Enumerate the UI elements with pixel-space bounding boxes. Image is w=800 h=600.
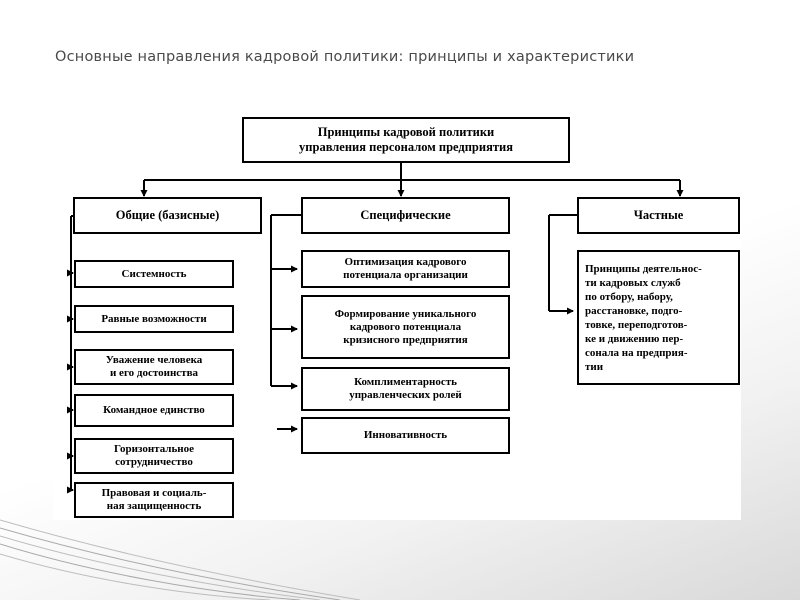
private-item-line: сонала на предприя- [585, 346, 688, 359]
specific-item-line: кризисного предприятия [343, 333, 468, 346]
principles-diagram: Принципы кадровой политики управления пе… [53, 116, 741, 520]
general-item-line: Правовая и социаль- [101, 487, 207, 499]
category-general: Общие (базисные) [73, 197, 262, 234]
specific-item-line: кадрового потенциала [349, 320, 462, 333]
private-item-line: Принципы деятельнос- [585, 262, 702, 275]
specific-item-complementarity: Комплиментарность управленческих ролей [301, 367, 510, 411]
private-item-line: товке, переподготов- [585, 318, 688, 331]
specific-item-unique-potential: Формирование уникального кадрового потен… [301, 295, 510, 359]
connector-lines [67, 163, 684, 494]
general-item-equal-opportunities: Равные возможности [74, 305, 234, 333]
general-item-team-unity: Командное единство [74, 394, 234, 427]
private-item-line: ке и движению пер- [585, 332, 684, 345]
general-item-label: Командное единство [103, 404, 205, 416]
specific-item-line: потенциала организации [343, 269, 468, 281]
general-item-line: Горизонтальное [113, 443, 195, 455]
general-item-label: Системность [121, 267, 187, 280]
category-specific: Специфические [301, 197, 510, 234]
specific-item-line: Оптимизация кадрового [344, 256, 467, 268]
specific-item-optimization: Оптимизация кадрового потенциала организ… [301, 250, 510, 288]
general-item-label: Равные возможности [101, 312, 207, 325]
category-private-label: Частные [633, 208, 684, 222]
root-box: Принципы кадровой политики управления пе… [242, 117, 570, 163]
category-general-label: Общие (базисные) [115, 208, 220, 222]
root-line-2: управления персоналом предприятия [299, 140, 513, 154]
private-item-line: по отбору, набору, [585, 290, 673, 303]
general-item-line: ная защищенность [106, 500, 202, 512]
category-private: Частные [577, 197, 740, 234]
specific-item-label: Инновативность [363, 429, 448, 441]
general-item-systemnost: Системность [74, 260, 234, 288]
general-item-legal-protection: Правовая и социаль- ная защищенность [74, 482, 234, 518]
general-item-respect: Уважение человека и его достоинства [74, 349, 234, 385]
page-curl-decoration [0, 519, 361, 600]
general-item-line: и его достоинства [109, 367, 199, 379]
specific-item-line: управленческих ролей [349, 389, 462, 401]
category-specific-label: Специфические [360, 208, 451, 222]
slide-title: Основные направления кадровой политики: … [55, 49, 635, 65]
specific-item-innovativeness: Инновативность [301, 417, 510, 454]
private-item-line: тии [585, 360, 604, 373]
general-item-horizontal-coop: Горизонтальное сотрудничество [74, 438, 234, 474]
specific-item-line: Комплиментарность [354, 376, 457, 388]
general-item-line: сотрудничество [115, 456, 193, 468]
private-item-line: ти кадровых служб [585, 276, 681, 289]
specific-item-line: Формирование уникального [334, 307, 477, 320]
private-item-line: расстановке, подго- [585, 304, 683, 317]
root-line-1: Принципы кадровой политики [317, 125, 495, 139]
private-item-hr-services: Принципы деятельнос- ти кадровых служб п… [577, 250, 740, 385]
general-item-line: Уважение человека [105, 354, 203, 366]
